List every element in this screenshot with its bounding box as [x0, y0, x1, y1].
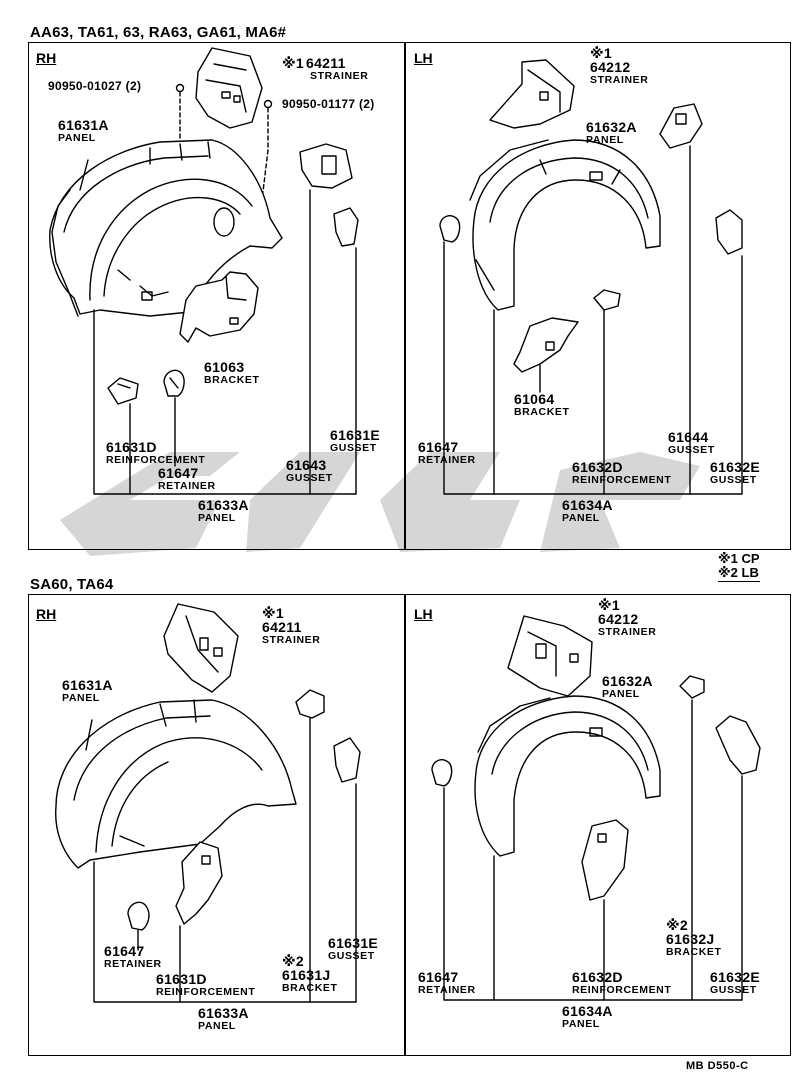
rh1-hw1-label: 90950-01027 (2): [48, 79, 142, 93]
bracket-part-lh2: [581, 819, 629, 901]
bracket-part-lh1: [513, 317, 579, 373]
gusset-part-lh1a: [659, 103, 703, 149]
gusset-part-lh2b: [715, 715, 761, 775]
strainer-part-lh1: [489, 59, 575, 129]
gusset-part-rh2b: [333, 737, 361, 783]
section1-frame: [28, 42, 791, 550]
rh2-strainer-label: ※1 64211 STRAINER: [262, 605, 321, 646]
retainer-part-rh1: [163, 369, 185, 397]
lh1-strainer-label: ※1 64212 STRAINER: [590, 45, 649, 86]
inner-panel-lh2: [474, 695, 661, 857]
inner-panel-rh1: [49, 139, 283, 317]
gusset-part-rh2a: [295, 689, 325, 719]
section2-title: SA60, TA64: [30, 576, 114, 593]
watermark: [60, 452, 700, 556]
retainer-part-rh2: [127, 901, 150, 931]
retainer-part-lh2: [431, 759, 453, 787]
section2-frame: [28, 594, 791, 1056]
gusset-part-rh1b: [333, 207, 359, 247]
bracket-part-rh1: [179, 271, 259, 343]
bracket-part-rh2: [175, 841, 223, 925]
section1-rh-label: RH: [36, 50, 57, 66]
strainer-part-lh2: [507, 615, 593, 697]
section1-lh-label: LH: [414, 50, 433, 66]
strainer-part-rh1: [195, 47, 263, 129]
reinforcement-part-lh1: [593, 289, 621, 311]
strainer-part-rh2: [163, 603, 239, 693]
inner-panel-rh2: [55, 699, 297, 869]
gusset-part-rh1a: [299, 143, 353, 189]
section2-divider: [404, 594, 406, 1056]
rh2-bracket-label: ※2 61631J BRACKET: [282, 953, 338, 994]
legend: ※1 CP ※2 LB: [718, 551, 760, 582]
section1-divider: [404, 42, 406, 550]
gusset-part-lh1b: [715, 209, 743, 255]
section1-title: AA63, TA61, 63, RA63, GA61, MA6#: [30, 24, 287, 41]
legend-row-2: ※2 LB: [718, 565, 760, 582]
gusset-part-lh2a: [679, 675, 705, 699]
section2-lh-label: LH: [414, 606, 433, 622]
reinforcement-part-rh1: [107, 377, 139, 405]
section2-rh-label: RH: [36, 606, 57, 622]
retainer-part-lh1: [439, 215, 461, 243]
inner-panel-lh1: [469, 139, 661, 311]
diagram-code: MB D550-C: [686, 1060, 749, 1072]
legend-row-1: ※1 CP: [718, 551, 760, 566]
lh2-strainer-label: ※1 64212 STRAINER: [598, 597, 657, 638]
lh2-bracket-label: ※2 61632J BRACKET: [666, 917, 722, 958]
rh1-hw2-label: 90950-01177 (2): [282, 97, 375, 111]
